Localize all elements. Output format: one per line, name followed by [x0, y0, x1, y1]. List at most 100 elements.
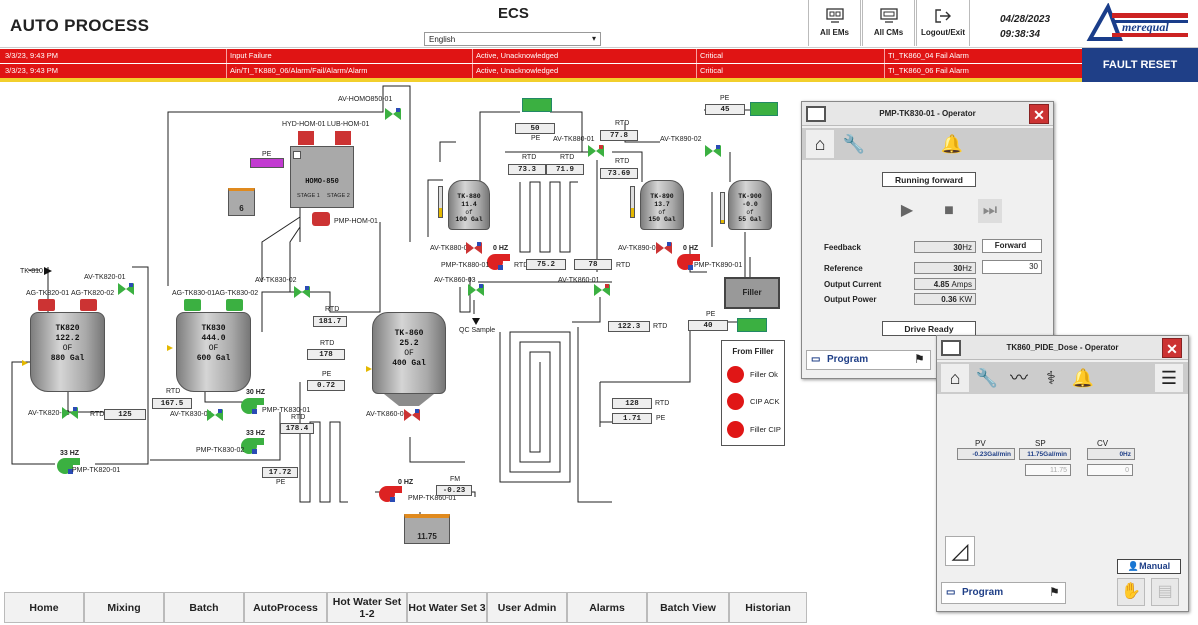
- homogenizer[interactable]: HOMO-850 STAGE 1 STAGE 2: [290, 146, 354, 208]
- ramp-icon[interactable]: ◿: [945, 536, 975, 566]
- dose-tank[interactable]: 11.75: [404, 514, 450, 544]
- alarm-severity: Critical: [696, 49, 723, 63]
- trend-icon[interactable]: 〰: [1010, 368, 1028, 388]
- home-icon[interactable]: ⌂: [806, 130, 834, 158]
- nav-home[interactable]: Home: [4, 592, 84, 623]
- pump-icon[interactable]: [484, 253, 512, 271]
- nav-hot-water-set-1-2[interactable]: Hot Water Set 1-2: [327, 592, 407, 623]
- play-icon[interactable]: ▶: [900, 202, 914, 219]
- valve-icon[interactable]: [404, 409, 420, 421]
- tank-tk890[interactable]: TK-890 13.7 of 150 Gal: [640, 180, 684, 230]
- valve-icon[interactable]: [385, 108, 401, 120]
- tank-level: 11.4: [461, 201, 477, 208]
- flag-icon[interactable]: ⚑: [1049, 585, 1060, 599]
- manual-mode-button[interactable]: 👤Manual: [1117, 559, 1181, 574]
- cv-label: CV: [1097, 439, 1109, 448]
- valve-icon[interactable]: [466, 242, 482, 254]
- bell-icon[interactable]: 🔔: [940, 134, 964, 154]
- filler-unit[interactable]: Filler: [724, 277, 780, 309]
- pump-icon[interactable]: [238, 397, 266, 415]
- tank-tk820[interactable]: TK820 122.2 OF 880 Gal: [30, 312, 105, 392]
- chevron-down-icon: ▾: [591, 34, 596, 43]
- tank-volume: 600 Gal: [196, 354, 231, 363]
- tank-volume: 55 Gal: [738, 216, 762, 223]
- valve-icon[interactable]: [207, 409, 223, 421]
- hydraulic-unit-icon[interactable]: [298, 131, 314, 145]
- alarm-row[interactable]: 3/3/23, 9:43 PM Ain/TI_TK880_06/Alarm/Fa…: [0, 64, 1082, 78]
- tank-id: TK-880: [457, 193, 481, 200]
- dose-tank[interactable]: 6: [228, 188, 255, 216]
- pump-speed: 0 HZ: [398, 479, 414, 486]
- valve-icon[interactable]: [468, 284, 484, 296]
- agitator-icon[interactable]: [80, 299, 97, 311]
- sp-value: 11.75Gal/min: [1019, 448, 1071, 460]
- dose-value: 11.75: [417, 532, 437, 541]
- tank-tk830[interactable]: TK830 444.0 OF 600 Gal: [176, 312, 251, 392]
- bell-icon[interactable]: 🔔: [1071, 368, 1095, 388]
- nav-historian[interactable]: Historian: [729, 592, 807, 623]
- rtd-label: RTD: [325, 306, 340, 313]
- all-cms-button[interactable]: All CMs: [862, 0, 915, 46]
- homo-pump-icon[interactable]: [312, 212, 330, 226]
- nav-alarms[interactable]: Alarms: [567, 592, 647, 623]
- lube-unit-icon[interactable]: [335, 131, 351, 145]
- tank-cone: [384, 394, 434, 406]
- valve-icon[interactable]: [118, 283, 134, 295]
- tank-unit: OF: [62, 344, 73, 353]
- pump-label: PMP-TK820-01: [72, 467, 121, 474]
- pump-icon[interactable]: [674, 253, 702, 271]
- pump-icon[interactable]: [376, 485, 404, 503]
- close-button[interactable]: ✕: [1162, 338, 1182, 358]
- fault-reset-button[interactable]: FAULT RESET: [1082, 48, 1198, 82]
- level-indicator-icon: [366, 366, 372, 372]
- logout-button[interactable]: Logout/Exit: [916, 0, 970, 46]
- document-icon[interactable]: ▤: [1151, 578, 1179, 606]
- agitator-icon[interactable]: [184, 299, 201, 311]
- hand-icon[interactable]: ✋: [1117, 578, 1145, 606]
- nav-batch-view[interactable]: Batch View: [647, 592, 729, 623]
- reference-setpoint-input[interactable]: 30: [982, 260, 1042, 274]
- program-button[interactable]: ▭Program: [941, 582, 1066, 604]
- pump-icon[interactable]: [54, 457, 82, 475]
- wrench-icon[interactable]: 🔧: [842, 134, 866, 154]
- close-button[interactable]: ✕: [1029, 104, 1049, 124]
- stop-icon[interactable]: ■: [944, 202, 954, 219]
- wrench-icon[interactable]: 🔧: [975, 368, 999, 388]
- alarm-message: Ain/TI_TK880_06/Alarm/Fail/Alarm/Alarm: [226, 64, 368, 78]
- valve-icon[interactable]: [705, 145, 721, 157]
- settings-sliders-icon[interactable]: ☰: [1155, 364, 1183, 392]
- nav-mixing[interactable]: Mixing: [84, 592, 164, 623]
- valve-icon[interactable]: [62, 407, 78, 419]
- tank-tk860[interactable]: TK-860 25.2 OF 400 Gal: [372, 312, 446, 394]
- valve-icon[interactable]: [294, 286, 310, 298]
- tank-unit: of: [658, 209, 666, 216]
- agitator-icon[interactable]: [226, 299, 243, 311]
- sp-input[interactable]: 11.75: [1025, 464, 1071, 476]
- valve-icon[interactable]: [588, 145, 604, 157]
- pe-value: 45: [705, 104, 745, 115]
- cv-input[interactable]: 0: [1087, 464, 1133, 476]
- stethoscope-icon[interactable]: ⚕: [1046, 368, 1056, 388]
- rtd-value: 167.5: [152, 398, 192, 409]
- direction-value: Forward: [982, 239, 1042, 253]
- valve-icon[interactable]: [594, 284, 610, 296]
- alarm-row[interactable]: 3/3/23, 9:43 PM Input Failure Active, Un…: [0, 49, 1082, 63]
- language-select[interactable]: English▾: [424, 32, 601, 46]
- nav-autoprocess[interactable]: AutoProcess: [244, 592, 327, 623]
- nav-hot-water-set-3[interactable]: Hot Water Set 3: [407, 592, 487, 623]
- tank-tk880[interactable]: TK-880 11.4 of 100 Gal: [448, 180, 490, 230]
- nav-user-admin[interactable]: User Admin: [487, 592, 567, 623]
- program-button[interactable]: ▭Program: [806, 350, 931, 370]
- time-text: 09:38:34: [1000, 29, 1041, 40]
- nav-batch[interactable]: Batch: [164, 592, 244, 623]
- all-ems-button[interactable]: All EMs: [808, 0, 861, 46]
- valve-icon[interactable]: [656, 242, 672, 254]
- flag-icon[interactable]: ⚑: [914, 352, 925, 366]
- tank-tk900[interactable]: TK-900 -0.0 of 55 Gal: [728, 180, 772, 230]
- home-icon[interactable]: ⌂: [941, 364, 969, 392]
- step-icon[interactable]: ⏭: [978, 199, 1002, 223]
- pump-icon[interactable]: [238, 437, 266, 455]
- feedback-label: Feedback: [824, 243, 861, 252]
- tank-volume: 150 Gal: [648, 216, 676, 223]
- agitator-icon[interactable]: [38, 299, 55, 311]
